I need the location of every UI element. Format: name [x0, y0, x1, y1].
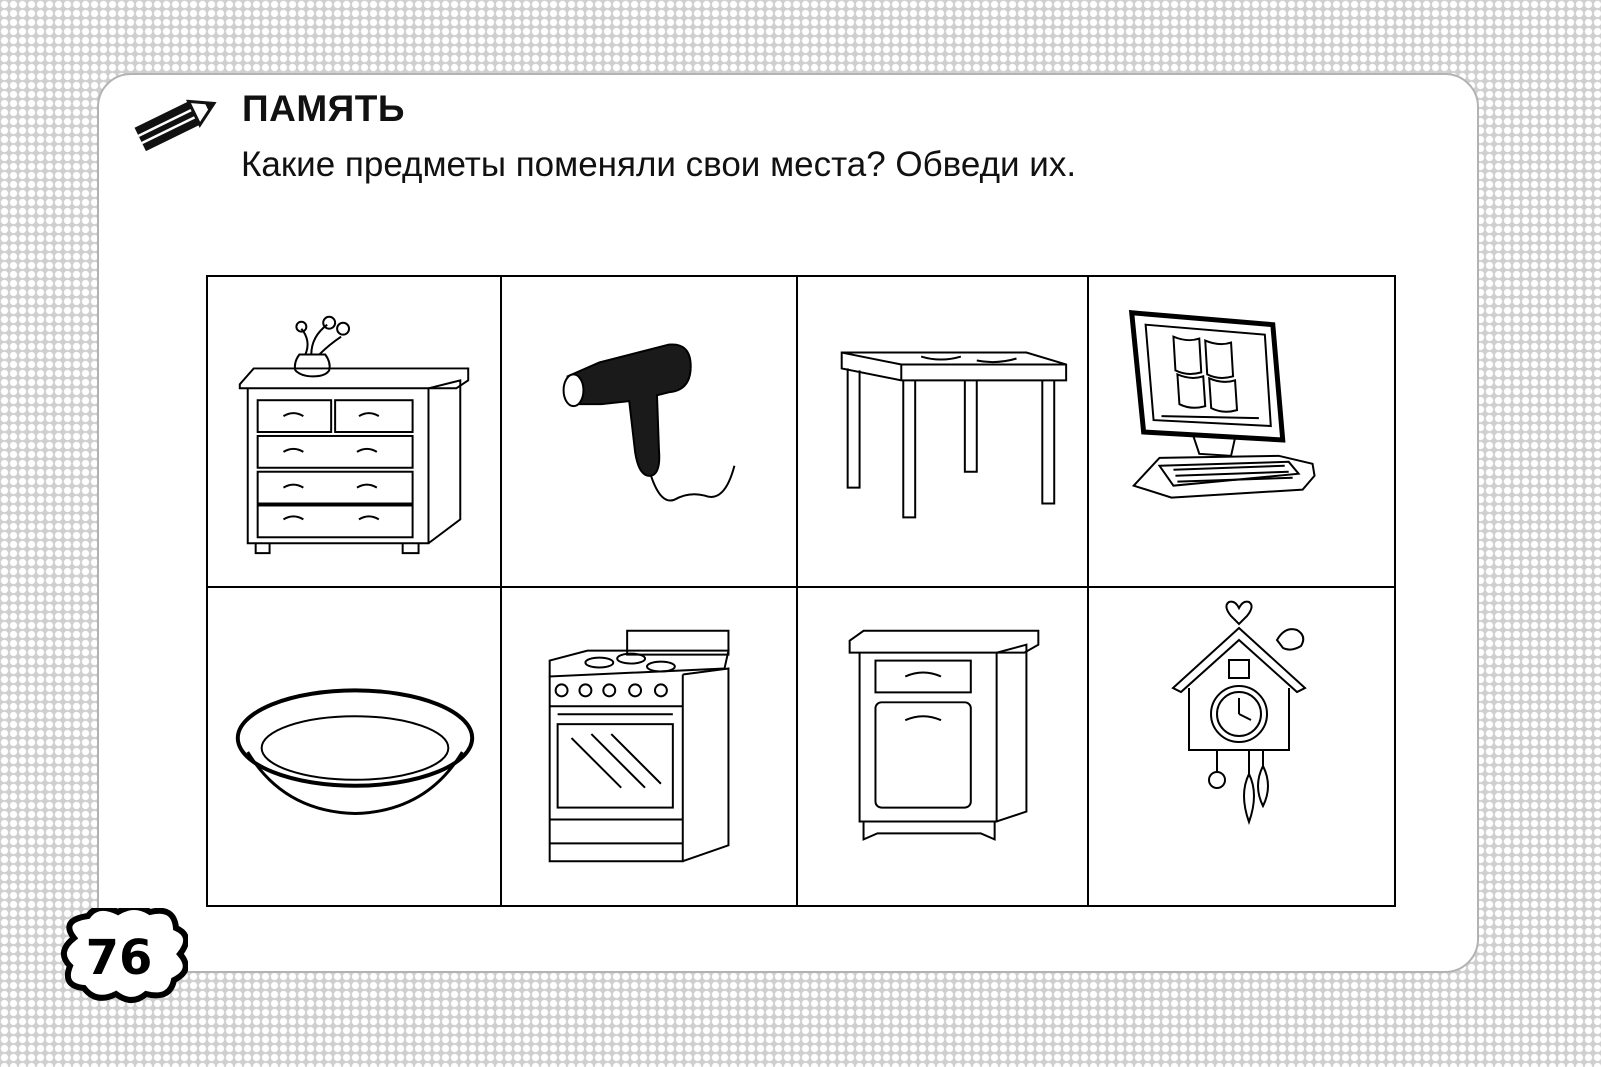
pencil-icon — [134, 99, 217, 152]
page-number: 76 — [85, 930, 153, 986]
cell-plate[interactable] — [208, 588, 502, 905]
plate-picture — [235, 688, 475, 816]
cell-cuckoo-clock[interactable] — [1089, 588, 1394, 905]
task-instruction: Какие предметы поменяли свои места? Обве… — [241, 145, 1077, 184]
cell-nightstand[interactable] — [798, 588, 1089, 905]
page-title: ПАМЯТЬ — [242, 88, 405, 129]
cell-computer[interactable] — [1089, 277, 1394, 588]
picture-grid — [206, 275, 1396, 907]
chest-of-drawers-picture — [238, 315, 470, 555]
computer-picture — [1128, 310, 1316, 499]
cell-hair-dryer[interactable] — [502, 277, 798, 588]
page-number-badge — [61, 908, 188, 1003]
cell-table[interactable] — [798, 277, 1089, 588]
hair-dryer-picture — [562, 343, 736, 502]
nightstand-picture — [848, 629, 1040, 841]
cell-chest-of-drawers[interactable] — [208, 277, 502, 588]
cuckoo-clock-picture — [1171, 600, 1307, 825]
stove-picture — [548, 629, 730, 863]
cell-stove[interactable] — [502, 588, 798, 905]
table-picture — [840, 351, 1068, 519]
